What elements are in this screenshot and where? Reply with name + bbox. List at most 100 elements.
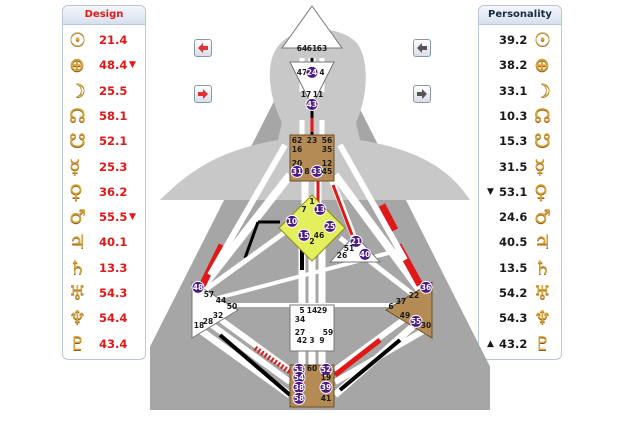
design-row-mars: ♂55.5▼ [63,205,145,231]
gate-62[interactable]: 62 [292,136,302,145]
mars-icon: ♂ [534,206,552,229]
active-gate-marker [419,280,433,294]
gate-17[interactable]: 17 [301,90,311,99]
gate-47[interactable]: 47 [297,68,307,77]
head-silhouette [160,29,470,200]
personality-prev-button[interactable] [413,39,431,57]
gate-50[interactable]: 50 [227,302,237,311]
gate-59[interactable]: 59 [323,328,333,337]
gate-64[interactable]: 64 [297,44,307,53]
gate-line-value: 13.3 [99,260,128,275]
personality-title: Personality [479,6,561,25]
gate-27[interactable]: 27 [295,328,305,337]
gate-42[interactable]: 42 [297,336,307,345]
active-gate-marker [319,380,333,394]
design-title: Design [63,6,145,25]
gate-40[interactable]: 40 [360,250,370,259]
gate-41[interactable]: 41 [321,394,331,403]
gate-35[interactable]: 35 [322,145,332,154]
gate-line-value: 54.3 [99,286,128,300]
earth-icon: ⊕ [534,54,550,77]
gate-63[interactable]: 63 [317,44,327,53]
gate-13[interactable]: 13 [315,205,325,214]
channels [196,58,427,398]
gate-16[interactable]: 16 [292,145,302,154]
gate-44[interactable]: 44 [216,296,226,305]
saturn-icon: ♄ [534,256,552,279]
gate-32[interactable]: 32 [213,311,223,320]
gate-18[interactable]: 18 [194,321,204,330]
gate-30[interactable]: 30 [421,321,431,330]
gate-45[interactable]: 45 [322,167,332,176]
gray-arrow-right-icon [417,89,427,99]
gate-58[interactable]: 58 [294,394,304,403]
gate-7[interactable]: 7 [301,205,306,214]
head-center [281,5,343,49]
gate-24[interactable]: 24 [307,68,317,77]
gate-55[interactable]: 55 [411,317,421,326]
gate-34[interactable]: 34 [295,315,305,324]
neptune-icon: ♆ [534,307,552,330]
gate-10[interactable]: 10 [287,217,297,226]
active-gate-marker [310,164,324,178]
gate-14[interactable]: 14 [307,306,317,315]
gate-21[interactable]: 21 [351,237,361,246]
gate-9[interactable]: 9 [319,336,324,345]
design-prev-button[interactable] [194,39,212,57]
personality-row-pluto: ♇43.2▲ [479,332,561,358]
detriment-arrow: ▼ [129,60,136,71]
gate-51[interactable]: 51 [344,244,354,253]
pluto-icon: ♇ [69,332,87,355]
gate-22[interactable]: 22 [409,291,419,300]
gate-38[interactable]: 38 [294,383,304,392]
gate-43[interactable]: 43 [307,100,317,109]
personality-next-button[interactable] [413,85,431,103]
gate-60[interactable]: 60 [307,364,317,373]
gate-19[interactable]: 19 [321,373,331,382]
moon-icon: ☽ [534,79,552,102]
gate-23[interactable]: 23 [307,136,317,145]
gate-49[interactable]: 49 [400,311,410,320]
gate-line-value: 53.1 [499,184,528,199]
jupiter-icon: ♃ [534,231,552,254]
gate-4[interactable]: 4 [319,68,324,77]
gate-2[interactable]: 2 [309,237,314,246]
gate-33[interactable]: 33 [312,167,322,176]
gate-37[interactable]: 37 [396,297,406,306]
gate-54[interactable]: 54 [294,373,304,382]
gate-line-value: 25.5 [99,83,128,98]
active-gate-marker [297,228,311,242]
gate-6[interactable]: 6 [388,302,393,311]
gate-15[interactable]: 15 [299,231,309,240]
jupiter-icon: ♃ [69,231,87,254]
gate-61[interactable]: 61 [307,44,317,53]
gate-5[interactable]: 5 [299,306,304,315]
gate-31[interactable]: 31 [292,167,302,176]
gate-57[interactable]: 57 [204,290,214,299]
gate-25[interactable]: 25 [325,222,335,231]
personality-panel: Personality ☉39.2⊕38.2☽33.1☊10.3☋15.3☿31… [478,5,562,360]
gate-line-value: 15.3 [499,134,528,149]
sacral-center [289,304,335,352]
north-node-icon: ☊ [69,104,86,127]
gate-20[interactable]: 20 [292,159,302,168]
gate-1[interactable]: 1 [309,197,314,206]
gate-39[interactable]: 39 [321,383,331,392]
design-next-button[interactable] [194,85,212,103]
personality-row-mercury: ☿31.5 [479,155,561,181]
gate-28[interactable]: 28 [203,317,213,326]
gate-8[interactable]: 8 [304,167,309,176]
gate-56[interactable]: 56 [322,136,332,145]
gate-29[interactable]: 29 [317,306,327,315]
gate-36[interactable]: 36 [421,283,431,292]
gate-48[interactable]: 48 [193,283,203,292]
mars-icon: ♂ [69,206,87,229]
gate-26[interactable]: 26 [337,251,347,260]
gate-53[interactable]: 53 [294,365,304,374]
gate-12[interactable]: 12 [322,159,332,168]
gate-52[interactable]: 52 [321,365,331,374]
personality-row-sun: ☉39.2 [479,28,561,54]
gate-3[interactable]: 3 [309,336,314,345]
gate-11[interactable]: 11 [313,90,323,99]
gate-46[interactable]: 46 [314,231,324,240]
